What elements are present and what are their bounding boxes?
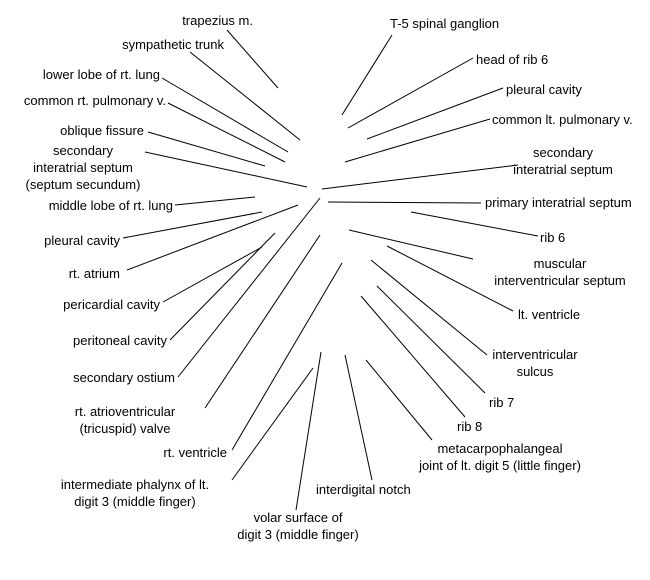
label-volar-surface: volar surface of digit 3 (middle finger) <box>237 510 359 542</box>
label-secondary-interatrial-septum-lt: secondary interatrial septum <box>513 145 613 177</box>
label-primary-interatrial-septum: primary interatrial septum <box>485 195 632 210</box>
leader-pericardial-cavity <box>162 246 263 303</box>
label-pleural-cavity-left: pleural cavity <box>44 233 120 248</box>
label-rib-8: rib 8 <box>457 419 483 434</box>
label-intermediate-phalynx: intermediate phalynx of lt. digit 3 (mid… <box>60 477 210 509</box>
label-rt-atrioventricular-valve: rt. atrioventricular (tricuspid) valve <box>74 404 176 436</box>
leader-middle-lobe <box>174 196 256 206</box>
label-oblique-fissure: oblique fissure <box>60 123 144 138</box>
label-rib-6: rib 6 <box>540 230 566 245</box>
leader-metacarpophalangeal <box>365 359 433 441</box>
label-pericardial-cavity: pericardial cavity <box>63 297 160 312</box>
leader-secondary-septum-lt <box>321 164 519 190</box>
label-metacarpophalangeal-joint: metacarpophalangeal joint of lt. digit 5… <box>419 441 581 473</box>
leader-interdigital-notch <box>344 354 373 481</box>
label-interventricular-sulcus: interventricular sulcus <box>492 347 578 379</box>
leader-rib-8 <box>360 295 466 418</box>
leader-secondary-septum-rt <box>144 151 308 188</box>
leader-common-lt-pulmonary <box>344 118 491 163</box>
label-rt-atrium: rt. atrium <box>68 266 120 281</box>
leader-interventricular-sulcus <box>370 259 488 356</box>
label-peritoneal-cavity: peritoneal cavity <box>73 333 167 348</box>
leader-common-rt-pulmonary <box>167 102 286 163</box>
label-sympathetic-trunk: sympathetic trunk <box>122 37 224 52</box>
leader-lt-ventricle <box>386 245 514 312</box>
label-head-of-rib-6: head of rib 6 <box>476 52 549 67</box>
label-middle-lobe-rt-lung: middle lobe of rt. lung <box>48 198 173 213</box>
leader-peritoneal-cavity <box>169 232 276 341</box>
leader-secondary-ostium <box>177 197 321 378</box>
leader-head-rib-6 <box>347 57 474 129</box>
leader-t5-ganglion <box>341 34 393 116</box>
label-common-rt-pulmonary-v: common rt. pulmonary v. <box>23 93 166 108</box>
leader-muscular-septum <box>348 229 474 260</box>
leader-intermediate-phalynx <box>231 367 314 481</box>
label-t5-spinal-ganglion: T-5 spinal ganglion <box>390 16 500 31</box>
label-pleural-cavity-right: pleural cavity <box>506 82 582 97</box>
leader-pleural-cavity-right <box>366 87 504 140</box>
label-rib-7: rib 7 <box>489 395 515 410</box>
label-secondary-ostium: secondary ostium <box>73 370 175 385</box>
leader-volar-surface <box>295 351 322 511</box>
leader-lower-lobe <box>161 77 289 153</box>
leader-trapezius <box>226 29 279 89</box>
leader-rib-7 <box>376 285 486 394</box>
leader-sympathetic-trunk <box>189 51 301 141</box>
leader-oblique-fissure <box>147 131 266 167</box>
label-secondary-interatrial-septum-rt: secondary interatrial septum (septum sec… <box>25 143 141 192</box>
label-rt-ventricle: rt. ventricle <box>163 445 227 460</box>
label-common-lt-pulmonary-v: common lt. pulmonary v. <box>492 112 633 127</box>
leader-rib-6 <box>410 211 539 237</box>
label-lower-lobe-rt-lung: lower lobe of rt. lung <box>42 67 160 82</box>
leader-rt-ventricle <box>231 262 343 451</box>
label-lt-ventricle: lt. ventricle <box>518 307 581 322</box>
leader-rt-atrium <box>126 204 299 271</box>
label-interdigital-notch: interdigital notch <box>316 482 411 497</box>
label-trapezius: trapezius m. <box>182 13 253 28</box>
leader-pleural-cavity-left <box>122 211 263 239</box>
label-muscular-interventricular-septum: muscular interventricular septum <box>494 256 626 288</box>
leader-primary-septum <box>327 201 482 204</box>
leader-rt-av-valve <box>204 234 321 409</box>
